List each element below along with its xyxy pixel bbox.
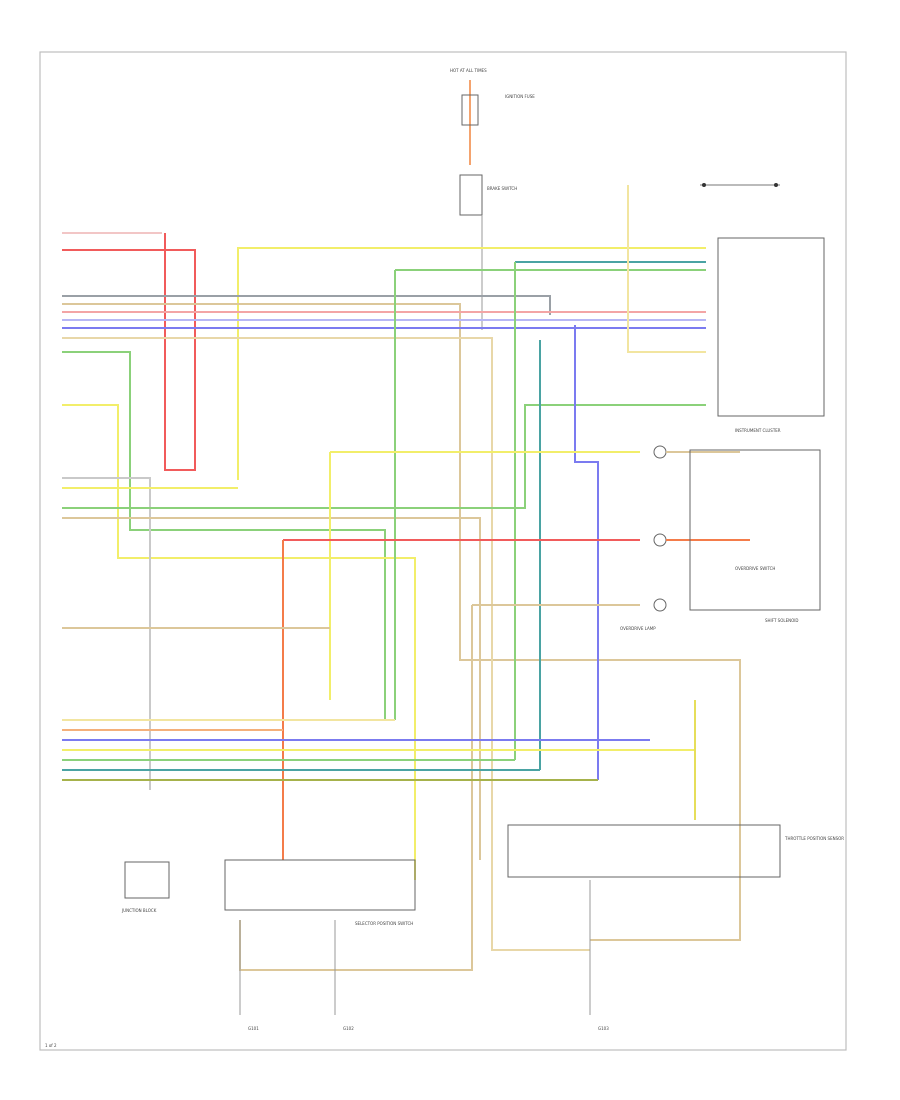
main-harness [62, 185, 741, 971]
brake-switch-box [459, 174, 483, 216]
splice-dot [774, 183, 778, 187]
footer-id: 1 of 2 [45, 1043, 57, 1048]
wire-yellow [237, 247, 706, 480]
wire-gray [62, 295, 551, 315]
lower-left-bundle [62, 700, 696, 820]
instrument-cluster-label: INSTRUMENT CLUSTER [735, 428, 781, 433]
wire-cream [62, 337, 590, 951]
overdrive-lamp-symbol [653, 533, 667, 547]
ground-label: G103 [598, 1026, 609, 1031]
ground-label: G101 [248, 1026, 259, 1031]
wire-green [62, 351, 386, 720]
throttle-position-sensor-label: THROTTLE POSITION SENSOR [784, 836, 844, 841]
junction-block-box [124, 861, 170, 899]
shift-solenoid-symbol [653, 598, 667, 612]
brake-switch-label: BRAKE SWITCH [487, 186, 517, 191]
ignition-fuse-box [461, 94, 479, 126]
ground-label: G102 [343, 1026, 354, 1031]
right-components: OVERDRIVE SWITCH OVERDRIVE LAMP SHIFT SO… [620, 445, 821, 631]
wire-tan4-v [239, 605, 473, 971]
grounds: G101 G102 G103 [239, 880, 609, 1031]
top-supply: HOT AT ALL TIMES IGNITION FUSE BRAKE SWI… [450, 68, 535, 330]
overdrive-lamp-symbol [653, 445, 667, 459]
sensor-bank-box [507, 824, 781, 878]
shift-solenoid-label: SHIFT SOLENOID [765, 618, 799, 623]
wire-tan [62, 303, 741, 941]
sensor-bank: THROTTLE POSITION SENSOR [507, 824, 844, 878]
junction-block-label: JUNCTION BLOCK [121, 908, 157, 913]
instrument-cluster-connector: INSTRUMENT CLUSTER [700, 183, 825, 433]
wire-yellow2 [62, 404, 416, 880]
wire-green2 [62, 404, 706, 509]
selector-switch: SELECTOR POSITION SWITCH JUNCTION BLOCK [121, 859, 416, 926]
ignition-fuse-label: IGNITION FUSE [505, 94, 535, 99]
selector-switch-box [224, 859, 416, 911]
hot-at-all-times-label: HOT AT ALL TIMES [450, 68, 487, 73]
overdrive-lamp-label: OVERDRIVE LAMP [620, 626, 656, 631]
diagram-frame [39, 51, 847, 1051]
cluster-connector-box [717, 237, 825, 417]
selector-position-switch-label: SELECTOR POSITION SWITCH [355, 921, 413, 926]
wire-red [62, 233, 196, 471]
overdrive-switch-box [689, 449, 821, 611]
wire-lightgray [62, 477, 151, 790]
splice-dot [702, 183, 706, 187]
overdrive-switch-label: OVERDRIVE SWITCH [735, 566, 775, 571]
wire-paleyellow [627, 185, 706, 353]
wire-tan2 [62, 517, 481, 860]
wire-blue2 [574, 325, 599, 780]
